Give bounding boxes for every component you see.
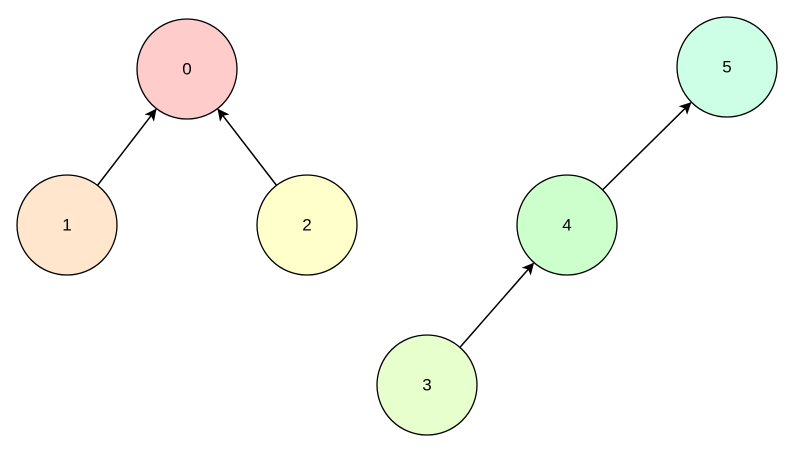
node-4-circle (516, 174, 618, 276)
edge-2-to-0 (217, 108, 278, 186)
node-1-circle (16, 174, 118, 276)
nodes-layer: 0 1 2 3 4 5 (16, 16, 778, 436)
node-5-circle (676, 16, 778, 118)
edge-1-to-0 (96, 108, 157, 186)
node-0-circle (136, 18, 238, 120)
node-0-label: 0 (182, 60, 191, 79)
node-1: 1 (16, 174, 118, 276)
node-5-label: 5 (722, 58, 731, 77)
node-1-label: 1 (62, 216, 71, 235)
edge-4-to-5 (602, 102, 692, 191)
node-4-label: 4 (562, 216, 571, 235)
edge-3-to-4 (459, 262, 535, 348)
node-4: 4 (516, 174, 618, 276)
node-0: 0 (136, 18, 238, 120)
node-3-circle (376, 334, 478, 436)
node-3: 3 (376, 334, 478, 436)
node-2: 2 (256, 174, 358, 276)
node-3-label: 3 (422, 376, 431, 395)
node-2-circle (256, 174, 358, 276)
node-2-label: 2 (302, 216, 311, 235)
edges-layer (96, 102, 692, 348)
node-5: 5 (676, 16, 778, 118)
